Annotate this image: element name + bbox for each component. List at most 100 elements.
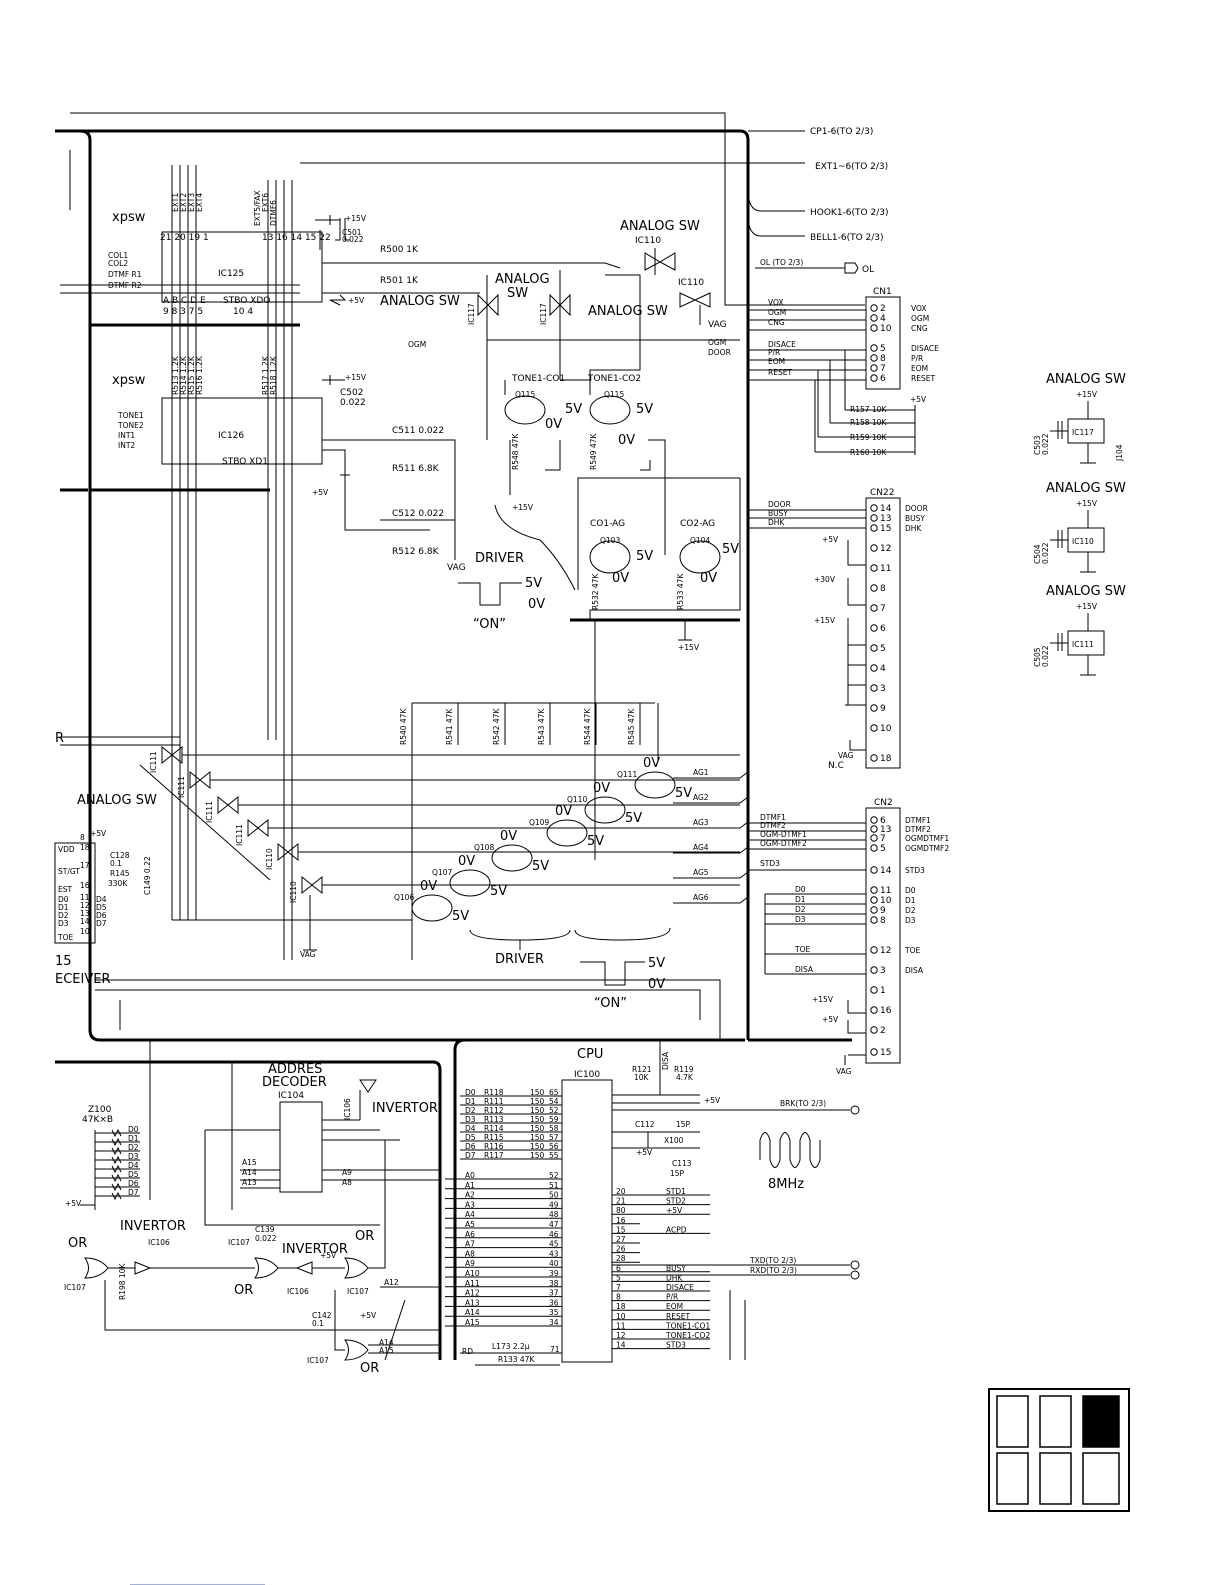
bus-hook: HOOK1-6(TO 2/3) <box>810 208 889 218</box>
c501-p15: +15V <box>345 214 367 223</box>
cn2-line-5: D0 <box>795 885 806 894</box>
tone-co1: TONE1-CO1 <box>511 374 565 384</box>
drv-ag-wire-4 <box>673 871 749 879</box>
cn1-line-5: DISACE <box>768 340 796 349</box>
cn1b-pinsig-2: EOM <box>911 364 928 373</box>
r119: R119 <box>674 1065 694 1074</box>
cpu-aline-a-9: A9 <box>465 1259 475 1268</box>
ext-col-2: EXT3 <box>187 193 196 212</box>
side-sw-cv-2: 0.022 <box>1041 645 1050 667</box>
cn22-pinnum-4: 11 <box>880 564 891 574</box>
drv-res-5: R545 47K <box>627 708 636 745</box>
cn2-pin-10 <box>870 966 878 974</box>
xpsw-bot-stb: STBO XD1 <box>222 457 268 467</box>
cpu-dline-r-5: R115 <box>484 1133 504 1142</box>
cn2-pinsig-10: DISA <box>905 966 924 975</box>
ic107b: IC107 <box>228 1238 250 1247</box>
ext-col-5: EXT6 <box>261 193 270 212</box>
cn1a-pinsig-1: OGM <box>911 314 929 323</box>
left-asw-label: ANALOG SW <box>77 793 157 808</box>
cpu-dline-v-3: 150 <box>530 1115 545 1124</box>
side-sw-title-2: ANALOG SW <box>1046 584 1126 599</box>
r517: R517 1.2K <box>261 355 270 395</box>
cpu-aline-a-10: A10 <box>465 1269 480 1278</box>
page-index-grid <box>988 1388 1130 1512</box>
cpu-ic: IC100 <box>574 1070 600 1080</box>
ic125-label: IC125 <box>218 269 244 279</box>
cn1-line-2: CNG <box>768 318 785 327</box>
cpu-rsig-10: DISACE <box>666 1283 694 1292</box>
left-analog-sw: ANALOG SW R IC111IC111IC111IC111IC110IC1… <box>55 731 740 959</box>
side-sw-ic-0: IC117 <box>1072 428 1094 437</box>
drv-q-v5-0: 5V <box>452 909 469 924</box>
cpu-dline-d-7: D7 <box>465 1151 476 1160</box>
cn2-pin-3 <box>870 844 878 852</box>
cpu-rpin-15: 12 <box>616 1331 626 1340</box>
vag-c512: VAG <box>447 563 466 573</box>
cpu-aline-p-1: 51 <box>549 1181 559 1190</box>
cpu-rpin-14: 11 <box>616 1321 626 1330</box>
cpu-rsig-12: EOM <box>666 1302 683 1311</box>
ic110-sw2-symbol <box>679 292 711 325</box>
cn2-pinnum-8: 8 <box>880 916 886 926</box>
cpu-aline-p-15: 34 <box>549 1318 559 1327</box>
cn22-pin-2 <box>870 524 878 532</box>
cpu-dline-d-4: D4 <box>465 1124 476 1133</box>
c511: C511 0.022 <box>392 426 444 436</box>
cn2-line-7: D2 <box>795 905 806 914</box>
left-sw-sym-4 <box>277 842 740 862</box>
r501: R501 1K <box>380 276 419 286</box>
inv2: INVERTOR <box>282 1242 348 1257</box>
c113v: 15P <box>670 1169 685 1178</box>
asw-label-2: ANALOG SW <box>380 294 460 309</box>
txd-terminal[interactable] <box>850 1260 860 1270</box>
cpu-aline-p-9: 40 <box>549 1259 559 1268</box>
cpu-dline-d-5: D5 <box>465 1133 476 1142</box>
driver2-label: DRIVER <box>495 952 544 967</box>
driver1-pulse <box>458 582 522 606</box>
cn2-pin-0 <box>870 816 878 824</box>
cpu-dline-r-2: R112 <box>484 1106 504 1115</box>
z100-d-4: D4 <box>128 1161 139 1170</box>
cn2-line-1: DTMF2 <box>760 821 786 830</box>
r121v: 10K <box>634 1073 650 1082</box>
side-sw-c-0: C503 <box>1033 435 1042 455</box>
c501-value: 0.022 <box>342 235 364 244</box>
bus-ext: EXT1~6(TO 2/3) <box>815 162 888 172</box>
cpu-aline-p-13: 36 <box>549 1298 559 1307</box>
cpu-dline-v-4: 150 <box>530 1124 545 1133</box>
r198: R198 10K <box>118 1263 127 1300</box>
cn22-line-0: DOOR <box>768 500 791 509</box>
cpu-rsig-11: P/R <box>666 1293 678 1302</box>
cn22-pinnum-12: 10 <box>880 724 892 734</box>
left-sw-sym-5 <box>301 875 740 895</box>
bus-txd: TXD(TO 2/3) <box>749 1256 796 1265</box>
drv-ag-0: AG1 <box>693 768 709 777</box>
side-sw-p15-2: +15V <box>1076 602 1098 611</box>
recv-pin-2: 17 <box>80 861 90 870</box>
drv-res-2: R542 47K <box>492 708 501 745</box>
rxd-terminal[interactable] <box>850 1270 860 1280</box>
r516: R516 1.2K <box>195 355 204 395</box>
cn2-p15: +15V <box>812 995 834 1004</box>
dec-a14: A14 <box>242 1168 257 1177</box>
side-sw-wires-2 <box>1050 613 1096 676</box>
r548: R548 47K <box>511 433 520 470</box>
cn2-line-3: OGM-DTMF2 <box>760 839 807 848</box>
r549: R549 47K <box>589 433 598 470</box>
xpsw-top-pinnums: 21 20 19 1 <box>160 233 209 243</box>
recv-sig-3: D0 <box>58 895 69 904</box>
cn22-pinnum-7: 6 <box>880 624 886 634</box>
cn22-line-2: DHK <box>768 518 785 527</box>
dec-a13: A13 <box>242 1178 257 1187</box>
co-v0a: 0V <box>612 571 629 586</box>
ic110-sw-symbol <box>644 248 676 275</box>
z100-wire-7 <box>95 1191 140 1201</box>
cn2-pinnum-1: 13 <box>880 825 891 835</box>
z100-wire-0 <box>95 1128 140 1138</box>
side-sw-ic-2: IC111 <box>1072 640 1094 649</box>
brk-terminal[interactable] <box>850 1105 860 1115</box>
r119v: 4.7K <box>676 1073 694 1082</box>
recv-pin-5: 12 <box>80 901 90 910</box>
cpu-rsig-16: STD3 <box>666 1341 686 1350</box>
